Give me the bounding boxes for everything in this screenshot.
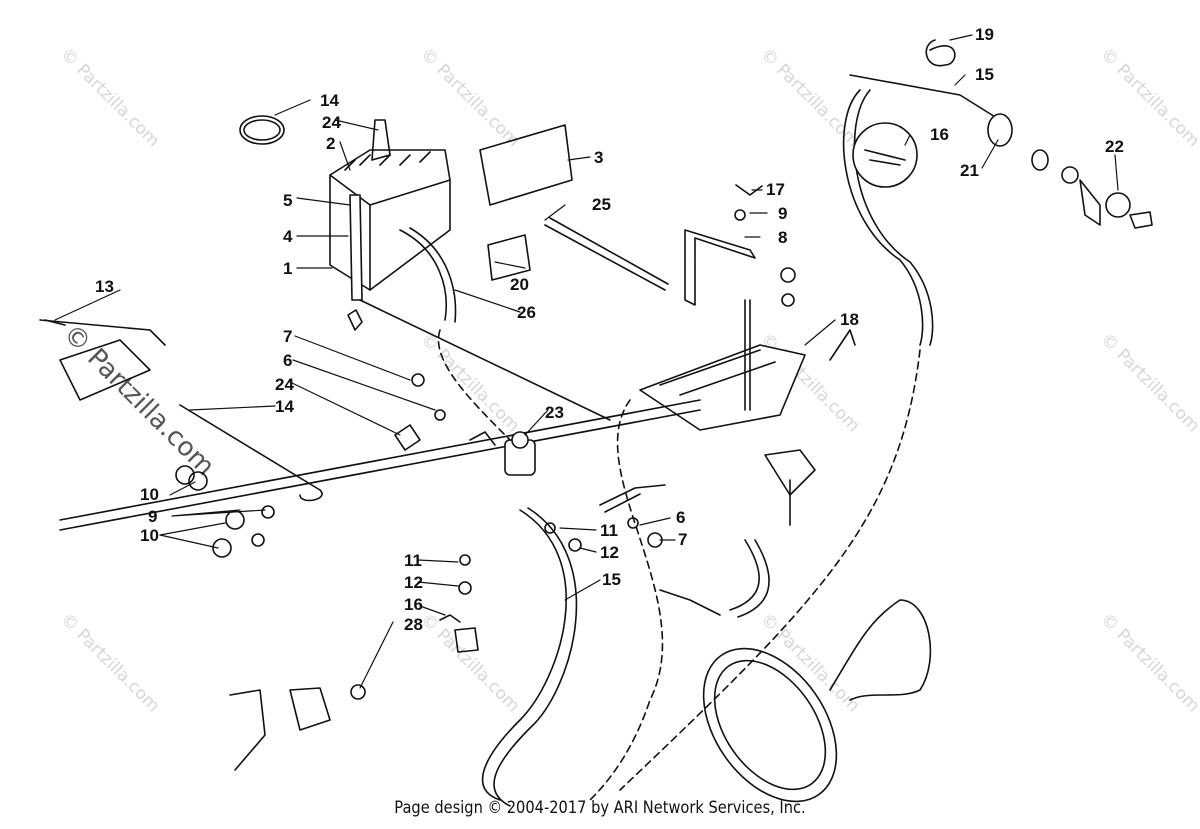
watermark-large: © Partzilla.com <box>57 319 220 482</box>
watermark: © Partzilla.com <box>56 44 163 151</box>
part-label-2: 2 <box>326 134 335 153</box>
part-label-27: 14 <box>320 91 339 110</box>
recoil-housing <box>702 647 838 803</box>
part-label-3: 3 <box>594 148 603 167</box>
part-label-12: 12 <box>600 543 619 562</box>
key-switch-21 <box>987 113 1013 147</box>
part-label-1: 1 <box>283 259 292 278</box>
part-label-28: 28 <box>404 615 423 634</box>
part-label-24: 24 <box>322 113 341 132</box>
part-label-9b: 9 <box>148 507 157 526</box>
part-label-23: 23 <box>545 403 564 422</box>
watermark-layer: © Partzilla.com © Partzilla.com © Partzi… <box>56 44 1200 716</box>
part-label-8: 8 <box>778 228 787 247</box>
panel-3 <box>479 124 573 206</box>
link-13 <box>39 319 166 346</box>
part-label-15: 15 <box>975 65 994 84</box>
battery-top <box>329 149 451 206</box>
copyright-footer: Page design © 2004-2017 by ARI Network S… <box>394 798 806 818</box>
part-label-15b: 15 <box>602 570 621 589</box>
clamp-27 <box>239 115 285 145</box>
part-label-4: 4 <box>283 227 293 246</box>
plate-28 <box>289 687 331 731</box>
part-label-7: 7 <box>283 327 292 346</box>
part-label-19: 19 <box>975 25 994 44</box>
key-nut-22 <box>1105 192 1131 218</box>
part-label-20: 20 <box>510 275 529 294</box>
watermark: © Partzilla.com <box>1096 609 1200 716</box>
part-label-22: 22 <box>1105 137 1124 156</box>
part-label-16b: 16 <box>404 595 423 614</box>
cable-25 <box>544 224 666 291</box>
part-label-11b: 11 <box>404 551 422 570</box>
part-label-13: 13 <box>95 277 114 296</box>
part-label-10: 10 <box>140 485 159 504</box>
part-label-14: 14 <box>275 397 294 416</box>
part-label-5: 5 <box>283 191 292 210</box>
battery-strap <box>349 194 363 301</box>
part-label-7b: 7 <box>678 530 687 549</box>
part-label-6: 6 <box>283 351 292 370</box>
watermark: © Partzilla.com <box>56 609 163 716</box>
part-label-17: 17 <box>766 180 785 199</box>
part-label-26: 26 <box>517 303 536 322</box>
harness-15 <box>481 509 567 801</box>
part-label-16: 16 <box>930 125 949 144</box>
rod-14 <box>59 399 701 521</box>
watermark: © Partzilla.com <box>416 329 523 436</box>
watermark: © Partzilla.com <box>1096 44 1200 151</box>
clip-19 <box>925 39 956 67</box>
watermark: © Partzilla.com <box>416 44 523 151</box>
part-labels: 14 24 2 3 5 25 4 1 20 26 17 9 8 18 19 15… <box>95 25 1124 634</box>
part-label-18: 18 <box>840 310 859 329</box>
starter-cable <box>729 539 760 611</box>
part-label-11: 11 <box>600 521 618 540</box>
watermark: © Partzilla.com <box>1096 329 1200 436</box>
part-label-25: 25 <box>592 195 611 214</box>
part-label-10b: 10 <box>140 526 159 545</box>
leader-lines <box>54 34 1119 689</box>
part-label-6b: 6 <box>676 508 685 527</box>
bolt-23 <box>175 465 195 485</box>
watermark: © Partzilla.com <box>756 609 863 716</box>
cable-26 <box>399 229 447 321</box>
part-label-9: 9 <box>778 204 787 223</box>
watermark: © Partzilla.com <box>416 609 523 716</box>
part-label-12b: 12 <box>404 573 423 592</box>
decal-20 <box>487 234 531 281</box>
part-label-21: 21 <box>960 161 979 180</box>
terminal-cap <box>371 119 391 161</box>
part-label-24b: 24 <box>275 375 294 394</box>
drawing <box>39 34 1153 807</box>
bracket-8 <box>684 229 756 306</box>
right-harness <box>842 89 924 346</box>
watermark: © Partzilla.com <box>756 44 863 151</box>
